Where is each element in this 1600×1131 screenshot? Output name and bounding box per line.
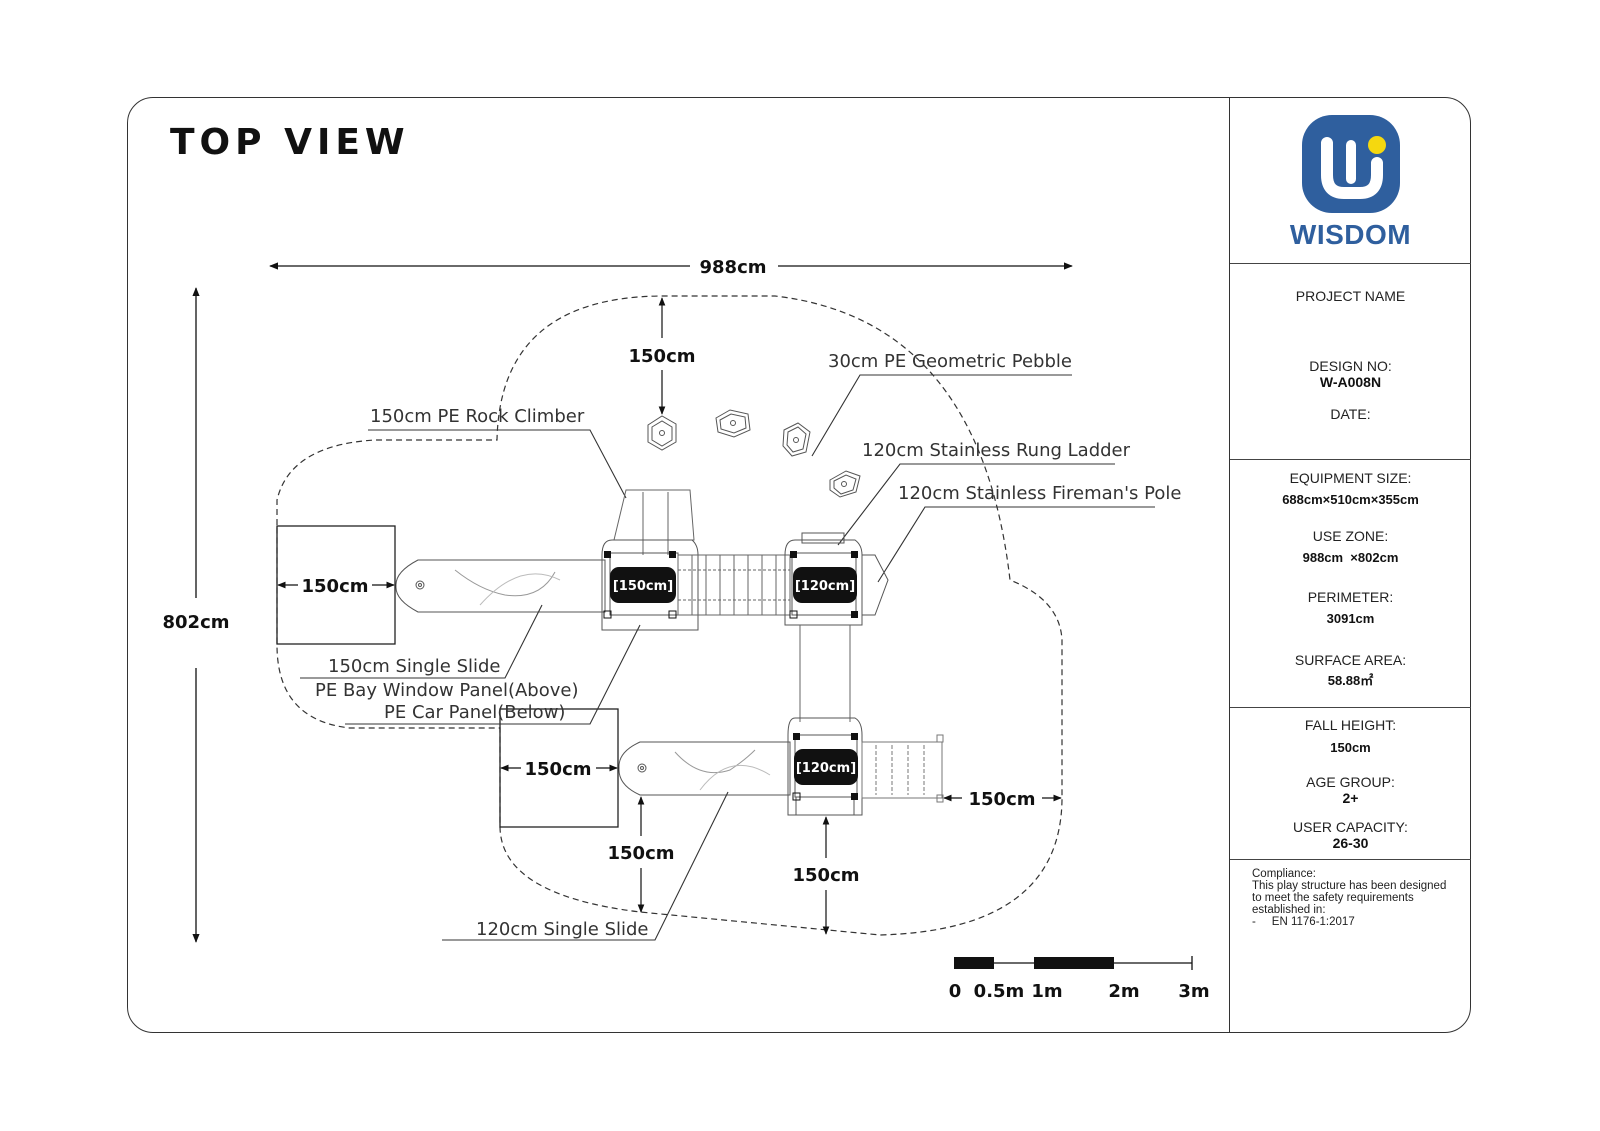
top-view-drawing: 988cm 802cm 150cm 30cm PE Geometric Pebb… xyxy=(163,257,1210,1002)
compliance-line-2: to meet the safety requirements xyxy=(1252,892,1414,904)
use-zone-label: USE ZONE: xyxy=(1312,528,1389,544)
age-group-value: 2+ xyxy=(1342,790,1359,806)
ladder-exit-clearance-label: 150cm xyxy=(969,789,1036,810)
equipment-size-label: EQUIPMENT SIZE: xyxy=(1289,470,1412,486)
tunnel-connector xyxy=(799,625,851,722)
rock-climber-icon xyxy=(613,489,695,555)
callout-slide-150-label: 150cm Single Slide xyxy=(328,656,501,677)
scale-label-0: 0 xyxy=(949,981,962,1002)
top-clearance-label: 150cm xyxy=(629,346,696,367)
platform-120cm-top-label: [120cm] xyxy=(795,579,855,594)
callout-rock-climber-leader xyxy=(368,429,627,499)
age-group-label: AGE GROUP: xyxy=(1306,774,1395,790)
scale-label-3m: 3m xyxy=(1178,981,1209,1002)
callout-bay-window-label: PE Bay Window Panel(Above) xyxy=(315,680,578,701)
compliance-line-1: This play structure has been designed xyxy=(1252,880,1447,892)
callout-slide-150-leader xyxy=(300,604,543,679)
slide-120-side-clearance-label: 150cm xyxy=(608,843,675,864)
callout-rung-ladder-label: 120cm Stainless Rung Ladder xyxy=(862,440,1131,461)
callout-pebble-label: 30cm PE Geometric Pebble xyxy=(828,351,1072,372)
slide-120cm-exit-zone xyxy=(499,708,619,828)
surface-area-label: SURFACE AREA: xyxy=(1294,652,1407,668)
perimeter-value: 3091cm xyxy=(1326,611,1375,626)
brand-cell: WISDOM xyxy=(1230,97,1471,264)
user-capacity-value: 26-30 xyxy=(1332,835,1369,851)
brand-name: WISDOM xyxy=(1289,219,1412,250)
bridge-icon xyxy=(677,554,791,616)
slide-150cm-icon xyxy=(395,559,606,613)
callout-fireman-pole-leader xyxy=(877,506,1155,583)
surface-area-value: 58.88㎡ xyxy=(1327,673,1374,688)
callout-pebble-leader xyxy=(811,374,1072,457)
platform-120cm-bottom-posts xyxy=(792,733,858,801)
fall-height-value: 150cm xyxy=(1330,740,1371,755)
height-dimension-label: 802cm xyxy=(163,612,230,633)
platform-120cm-top-posts xyxy=(789,551,858,619)
callout-fireman-pole-label: 120cm Stainless Fireman's Pole xyxy=(898,483,1181,504)
design-no-value: W-A008N xyxy=(1319,374,1382,390)
compliance-heading: Compliance: xyxy=(1252,868,1316,880)
compliance-cell: Compliance: This play structure has been… xyxy=(1230,860,1471,1033)
platform-120cm-top-badge xyxy=(793,567,857,603)
width-dimension-label: 988cm xyxy=(700,257,767,278)
compliance-line-3: established in: xyxy=(1252,904,1326,916)
fall-height-label: FALL HEIGHT: xyxy=(1304,717,1397,733)
date-label: DATE: xyxy=(1330,406,1371,422)
platform-150cm-posts xyxy=(603,551,677,619)
wisdom-logo-icon xyxy=(1302,115,1400,217)
drawing-sheet-border xyxy=(127,97,1471,1033)
use-zone-value: 988cm ×802cm xyxy=(1302,550,1399,565)
perimeter-label: PERIMETER: xyxy=(1307,589,1394,605)
callout-rock-climber-label: 150cm PE Rock Climber xyxy=(370,406,585,427)
title-block: WISDOM PROJECT NAME DESIGN NO: W-A008N D… xyxy=(1229,97,1471,1033)
slide-120cm-icon xyxy=(618,741,791,796)
callout-slide-120-leader xyxy=(442,791,729,941)
scale-label-2m: 2m xyxy=(1108,981,1139,1002)
callout-panel-leader xyxy=(345,624,641,725)
climbing-steps-icon xyxy=(861,734,944,803)
slide-150-exit-clearance-label: 150cm xyxy=(302,576,369,597)
user-capacity-label: USER CAPACITY: xyxy=(1293,819,1408,835)
design-no-label: DESIGN NO: xyxy=(1309,358,1392,374)
callout-car-panel-label: PE Car Panel(Below) xyxy=(384,702,565,723)
platform-120cm-bottom-label: [120cm] xyxy=(796,761,856,776)
platform-120cm-bottom-badge xyxy=(794,749,858,785)
project-cell: PROJECT NAME DESIGN NO: W-A008N DATE: xyxy=(1230,264,1471,460)
slide-150cm-exit-zone xyxy=(276,525,396,645)
use-zone-boundary xyxy=(276,295,1063,936)
equipment-size-value: 688cm×510cm×355cm xyxy=(1282,492,1419,507)
callout-slide-120-label: 120cm Single Slide xyxy=(476,919,649,940)
specs-cell: EQUIPMENT SIZE: 688cm×510cm×355cm USE ZO… xyxy=(1230,460,1471,708)
safety-cell: FALL HEIGHT: 150cm AGE GROUP: 2+ USER CA… xyxy=(1230,708,1471,860)
platform-150cm-badge xyxy=(610,567,676,603)
slide-120-exit-clearance-label: 150cm xyxy=(525,759,592,780)
callout-rung-ladder-leader xyxy=(837,463,1115,546)
compliance-standard: - EN 1176-1:2017 xyxy=(1252,916,1355,928)
view-title: TOP VIEW xyxy=(170,122,410,163)
compliance-note: Compliance: This play structure has been… xyxy=(1252,868,1446,928)
platform-bottom-clearance-label: 150cm xyxy=(793,865,860,886)
geometric-pebble-icon xyxy=(647,409,861,498)
scale-label-0-5m: 0.5m xyxy=(974,981,1025,1002)
scale-label-1m: 1m xyxy=(1031,981,1062,1002)
scale-bar xyxy=(954,956,1193,970)
project-name-label: PROJECT NAME xyxy=(1295,288,1406,304)
platform-150cm-label: [150cm] xyxy=(613,579,673,594)
